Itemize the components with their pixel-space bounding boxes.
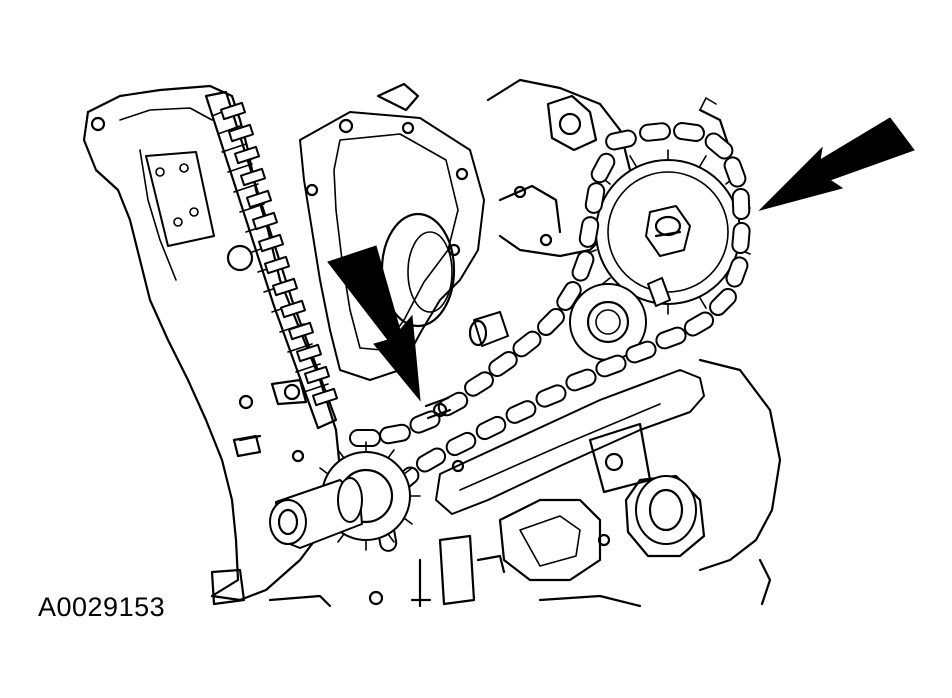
engine-block-outline (82, 84, 342, 608)
small-bolts (238, 396, 465, 606)
chain-left-strand (349, 152, 616, 447)
camshaft-sprocket (585, 149, 751, 315)
chain-guide-rack (204, 90, 339, 430)
idler-sprocket (569, 283, 647, 361)
crankshaft-nose (269, 477, 363, 549)
arrow-to-camshaft-sprocket-chain (758, 117, 915, 211)
arrow-to-tensioner-side-chain (327, 245, 421, 402)
callout-arrow-icon (758, 117, 915, 211)
callout-arrow-icon (327, 245, 421, 402)
figure-id-label: A0029153 (38, 592, 166, 622)
lower-right-housing (410, 358, 782, 608)
front-cover-plate (299, 82, 509, 381)
